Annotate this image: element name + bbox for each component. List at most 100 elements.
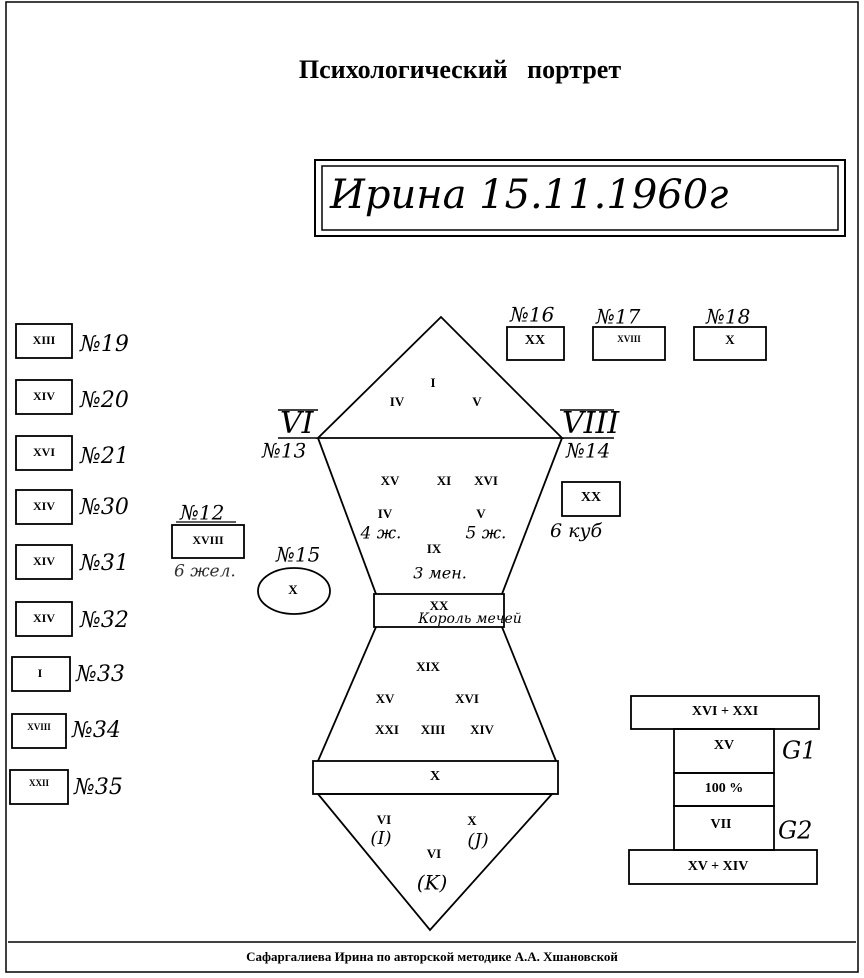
left-box-21 <box>15 435 73 471</box>
top-triangle-left: IV <box>390 394 405 409</box>
bottom-right-value: X <box>467 813 477 828</box>
top-value-16: XX <box>525 333 545 348</box>
upper-iv-note: 4 ж. <box>360 524 402 544</box>
corner-right-roman: VIII <box>562 406 620 441</box>
left-value-30: XIV <box>33 499 55 513</box>
left-box-31 <box>15 544 73 580</box>
n12-note: 6 жел. <box>174 562 236 582</box>
left-box-20 <box>15 379 73 415</box>
left-label-21: №21 <box>79 444 129 469</box>
top-label-17: №17 <box>595 305 641 329</box>
name-date-frame-inner <box>321 165 839 231</box>
right-bottom-box <box>628 849 818 885</box>
right-block: XVI + XXI XV 100 % VII XV + XIV G1 G2 <box>628 695 820 885</box>
top-box-17 <box>592 326 666 361</box>
upper-ix: IX <box>427 541 442 556</box>
n15-value: X <box>288 582 298 597</box>
left-label-20: №20 <box>79 388 129 413</box>
lower-row3-left: XXI <box>375 722 399 737</box>
lower-row2-right: XVI <box>455 691 479 706</box>
top-value-18: X <box>725 332 735 347</box>
upper-v-note: 5 ж. <box>466 524 507 544</box>
left-value-20: XIV <box>33 389 55 403</box>
left-value-32: XIV <box>33 611 55 625</box>
upper-row1-right: XVI <box>474 473 498 488</box>
page-title: Психологический портрет <box>299 55 621 84</box>
page-border <box>5 1 859 973</box>
left-column: XIII №19 XIV №20 XVI №21 XIV №30 XIV №31… <box>9 323 129 805</box>
bottom-value: VI <box>427 846 441 861</box>
left-value-19: XIII <box>33 333 56 347</box>
top-triangle-right: V <box>472 394 482 409</box>
name-date-frame-outer <box>314 159 846 237</box>
bottom-left-value: VI <box>377 812 391 827</box>
top-value-17: XVIII <box>617 334 641 344</box>
footer-credit: Сафаргалиева Ирина по авторской методике… <box>246 949 618 964</box>
bottom-note: (K) <box>417 871 448 895</box>
n12-value: XVIII <box>192 533 224 547</box>
right-r3-value: VII <box>710 817 731 832</box>
g1-label: G1 <box>782 737 816 765</box>
upper-row1-mid: XI <box>437 473 451 488</box>
corner-left-roman: VI <box>280 406 315 441</box>
left-label-34: №34 <box>71 718 121 743</box>
top-label-16: №16 <box>509 303 555 327</box>
upper-row1-left: XV <box>381 473 400 488</box>
left-box-34 <box>11 713 67 749</box>
upper-ix-note: 3 мен. <box>413 564 467 583</box>
lower-row3-right: XIV <box>470 722 494 737</box>
left-label-31: №31 <box>79 551 129 576</box>
g2-label: G2 <box>778 817 812 845</box>
left-value-35: XXII <box>29 778 50 788</box>
left-label-19: №19 <box>79 332 129 357</box>
upper-v: V <box>476 506 486 521</box>
top-box-16 <box>506 326 565 361</box>
bottom-left-note: (I) <box>370 828 391 849</box>
bottom-triangle <box>316 793 555 932</box>
waist-value: XX <box>430 598 449 613</box>
right-bottom-value: XV + XIV <box>688 859 749 874</box>
lower-right-edge <box>501 626 557 762</box>
upper-iv: IV <box>378 506 393 521</box>
left-value-21: XVI <box>33 445 55 459</box>
left-value-34: XVIII <box>27 722 51 732</box>
right-top-value: XVI + XXI <box>692 704 758 719</box>
right-r2-value: 100 % <box>705 781 744 796</box>
right-r1-value: XV <box>714 738 734 753</box>
left-box-19 <box>15 323 73 359</box>
n14-box-value: XX <box>581 490 601 505</box>
n15-ellipse <box>257 567 331 615</box>
belt-value: X <box>430 769 440 784</box>
left-box-33 <box>11 656 71 692</box>
waist-note: Король мечей <box>417 611 522 627</box>
figure-outline <box>312 315 565 932</box>
left-value-33: I <box>38 666 43 680</box>
top-label-18: №18 <box>705 305 750 329</box>
left-box-32 <box>15 601 73 637</box>
top-box-18 <box>693 326 767 361</box>
top-boxes: №16 XX №17 XVIII №18 X <box>506 303 767 361</box>
n12-label: №12 <box>179 501 224 525</box>
lower-top: XIX <box>416 659 440 674</box>
left-label-33: №33 <box>75 662 125 687</box>
upper-left-edge <box>317 437 377 595</box>
top-triangle <box>315 315 565 439</box>
bottom-right-note: (J) <box>467 830 488 851</box>
lower-row2-left: XV <box>376 691 395 706</box>
lower-left-edge <box>317 626 377 762</box>
left-box-30 <box>15 489 73 525</box>
n14-box-note: 6 куб <box>550 520 602 542</box>
n14-box <box>561 481 621 517</box>
corner-left-label: №13 <box>261 439 306 463</box>
left-label-30: №30 <box>79 495 129 520</box>
waist-box <box>373 593 505 628</box>
left-label-35: №35 <box>73 775 123 800</box>
left-label-32: №32 <box>79 608 129 633</box>
corner-right-label: №14 <box>565 439 610 463</box>
top-triangle-top: I <box>430 375 435 390</box>
n12-box <box>171 524 245 559</box>
left-value-31: XIV <box>33 554 55 568</box>
n15-label: №15 <box>275 543 320 567</box>
